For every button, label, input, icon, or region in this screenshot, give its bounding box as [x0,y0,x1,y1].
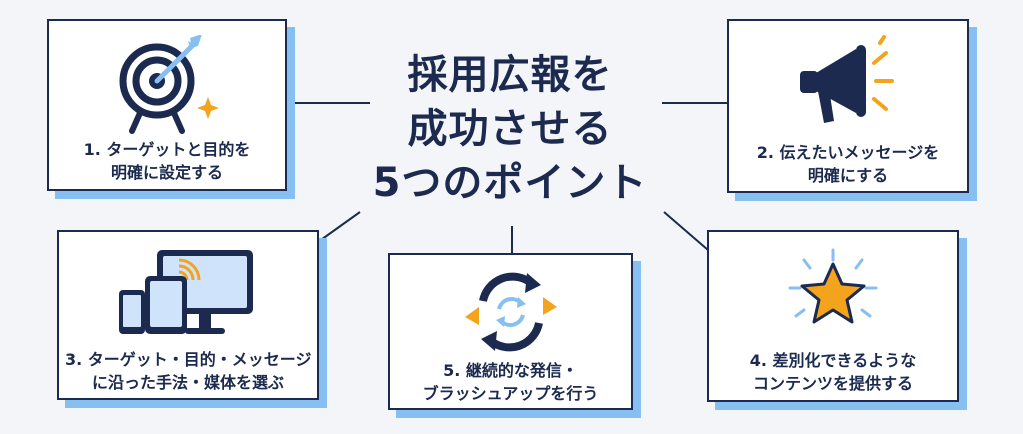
point-3-line-1: 3. ターゲット・目的・メッセージ [65,350,312,369]
point-1-line-1: 1. ターゲットと目的を [83,140,251,159]
point-2-line-2: 明確にする [807,166,889,185]
point-label-5: 5. 継続的な発信・ ブラッシュアップを行う [396,359,625,405]
point-4-line-2: コンテンツを提供する [752,374,913,393]
point-5-line-1: 5. 継続的な発信・ [443,361,578,380]
title-line-1: 採用広報を [407,52,613,98]
point-card-5: 5. 継続的な発信・ ブラッシュアップを行う [388,253,633,410]
point-label-3: 3. ターゲット・目的・メッセージ に沿った手法・媒体を選ぶ [65,348,311,394]
title-line-2: 成功させる [407,106,613,152]
devices-icon [59,246,317,346]
point-1-line-2: 明確に設定する [110,163,223,182]
point-label-1: 1. ターゲットと目的を 明確に設定する [55,138,279,184]
point-5-line-2: ブラッシュアップを行う [422,384,599,403]
title-line-3: 5つのポイント [372,160,648,206]
point-card-3: 3. ターゲット・目的・メッセージ に沿った手法・媒体を選ぶ [57,230,319,400]
point-card-4: 4. 差別化できるような コンテンツを提供する [707,230,959,402]
megaphone-icon [729,35,967,135]
connector-line-4 [663,211,709,251]
point-label-4: 4. 差別化できるような コンテンツを提供する [715,349,951,395]
point-2-line-1: 2. 伝えたいメッセージを [756,143,940,162]
main-title: 採用広報を 成功させる 5つのポイント [355,48,665,210]
connector-line-3 [317,211,361,243]
point-card-2: 2. 伝えたいメッセージを 明確にする [727,19,969,193]
point-label-2: 2. 伝えたいメッセージを 明確にする [735,141,961,187]
star-icon [709,246,957,346]
point-4-line-1: 4. 差別化できるような [749,351,917,370]
point-3-line-2: に沿った手法・媒体を選ぶ [91,373,284,392]
target-icon [49,35,285,135]
refresh-cycle-icon [390,267,631,357]
point-card-1: 1. ターゲットと目的を 明確に設定する [47,19,287,191]
